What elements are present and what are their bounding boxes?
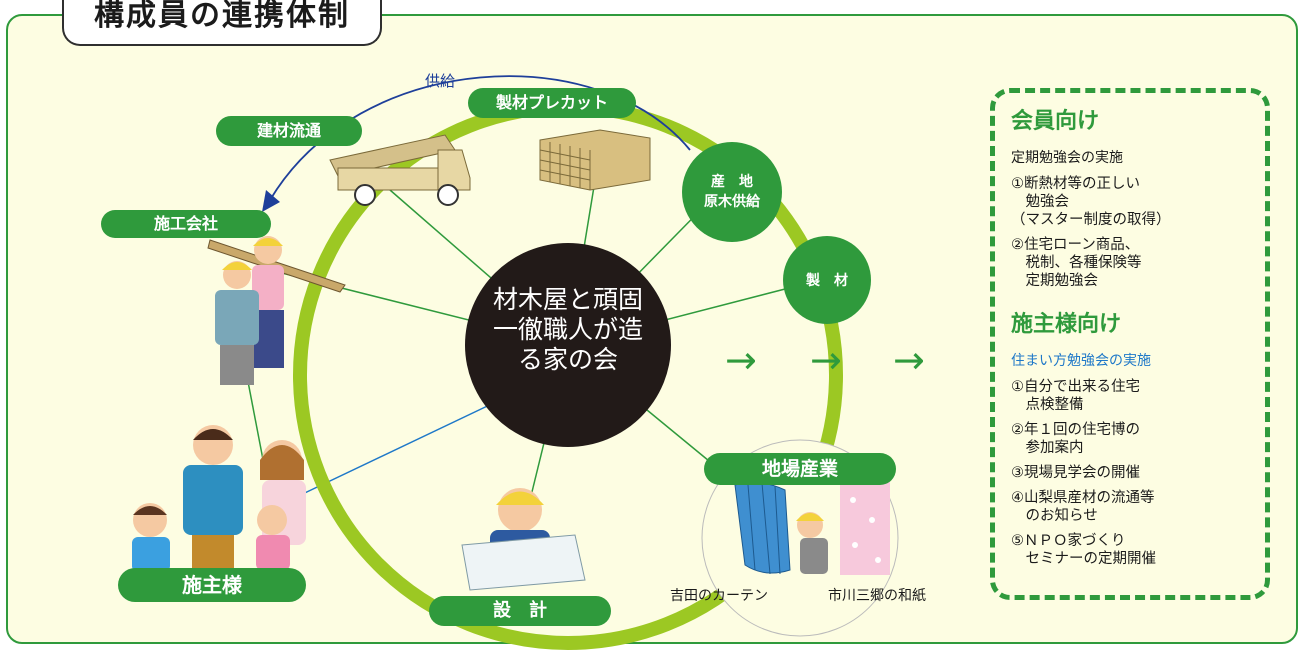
label-seshu: 施主様 — [118, 568, 306, 602]
center-logo-text: 材木屋と頑固一徹職人が造る家の会 — [492, 285, 643, 374]
label-seizai: 製 材 — [783, 236, 871, 324]
member-heading: 会員向け — [1011, 109, 1100, 134]
label-seizai-precut: 製材プレカット — [468, 88, 636, 118]
flow-arrow-1-icon: → — [725, 338, 757, 382]
lumber-stack-icon — [539, 129, 651, 191]
supply-label: 供給 — [425, 72, 456, 90]
construction-workers-illustration — [207, 236, 346, 385]
washi-paper-icon — [796, 480, 890, 575]
label-sekkei: 設 計 — [429, 596, 611, 626]
owner-item: ⑤ＮＰＯ家づくり セミナーの定期開催 — [1011, 533, 1156, 567]
center-logo-circle — [465, 243, 671, 447]
owner-subheading: 住まい方勉強会の実施 — [1011, 353, 1151, 369]
owner-item: ②年１回の住宅博の 参加案内 — [1011, 422, 1140, 456]
label-sekou-gaisha: 施工会社 — [101, 210, 271, 238]
member-item: ②住宅ローン商品、 税制、各種保険等 定期勉強会 — [1011, 237, 1142, 289]
label-jiba-sangyo: 地場産業 — [704, 453, 896, 485]
activities-panel: 会員向け 定期勉強会の実施 ①断熱材等の正しい 勉強会 （マスター制度の取得） … — [990, 88, 1270, 600]
flow-arrow-2-icon: → — [810, 338, 842, 382]
member-subheading: 定期勉強会の実施 — [1011, 150, 1123, 166]
designer-illustration — [461, 488, 586, 591]
label-sanchi: 産 地 原木供給 — [682, 142, 782, 242]
supply-arrowhead-icon — [262, 190, 280, 212]
owner-item: ③現場見学会の開催 — [1011, 465, 1140, 481]
owner-item: ①自分で出来る住宅 点検整備 — [1011, 379, 1140, 413]
curtain-icon — [734, 481, 791, 575]
family-illustration — [132, 425, 306, 575]
flow-arrow-3-icon: → — [893, 338, 925, 382]
truck-icon — [329, 134, 471, 206]
product-curtain-label: 吉田のカーテン — [670, 588, 768, 604]
diagram-title: 構成員の連携体制 — [62, 0, 382, 46]
owner-item: ④山梨県産材の流通等 のお知らせ — [1011, 490, 1155, 524]
product-washi-label: 市川三郷の和紙 — [828, 588, 926, 604]
owner-heading: 施主様向け — [1011, 312, 1122, 337]
member-item: ①断熱材等の正しい 勉強会 （マスター制度の取得） — [1011, 176, 1171, 228]
label-kenzai-ryutsu: 建材流通 — [216, 116, 362, 146]
